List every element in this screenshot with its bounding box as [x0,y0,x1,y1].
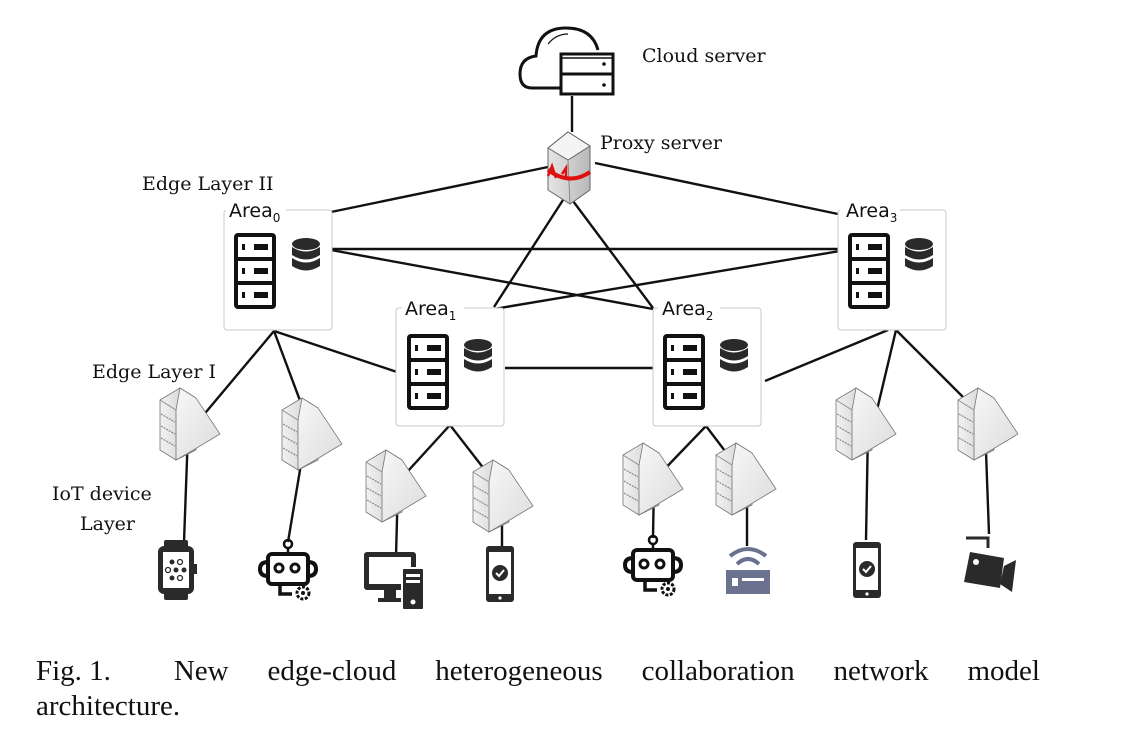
area-2-subscript: 2 [706,309,714,323]
database-icon [905,238,933,271]
area-2[interactable]: Area2 [652,298,762,427]
caption-word: New [173,655,229,687]
proxy-server-label: Proxy server [600,132,723,154]
proxy-server-icon [546,131,592,205]
rack-server-icon [848,233,890,309]
svg-text:Area1: Area1 [405,298,456,323]
area-3-label: Area [846,200,890,222]
rack-server-icon [407,334,449,410]
caption-word: network [833,655,929,687]
smartphone-check-icon [486,546,514,602]
link-proxy-area1 [492,199,565,308]
caption-word: collaboration [641,655,795,687]
edge-server-icon [957,387,1019,461]
svg-text:Area2: Area2 [662,298,713,323]
caption-line-2: architecture. [36,689,181,722]
figure-caption: Fig. 1. New edge-cloud heterogeneous col… [36,654,1040,724]
area-1-subscript: 1 [449,309,457,323]
edge-server-icon [715,442,777,516]
edge-server-icon [472,459,534,533]
edge-server-icon [159,387,221,461]
robot-gear-icon [257,538,319,601]
figure-number: Fig. 1. [36,655,111,687]
smartwatch-icon [158,540,197,600]
link-proxy-area0 [330,165,549,214]
architecture-diagram: Cloud server Proxy server Edge Layer II … [52,26,1019,611]
link-proxy-area3 [594,161,839,216]
area-0-subscript: 0 [273,211,281,225]
security-camera-icon [964,536,1016,592]
area-0-label: Area [229,200,273,222]
database-icon [292,238,320,271]
area-3[interactable]: Area3 [837,200,947,331]
iot-layer-label-line1: IoT device [52,483,152,505]
database-icon [464,339,492,372]
wifi-router-icon [726,547,770,594]
desktop-computer-icon [364,552,425,611]
rack-server-icon [234,233,276,309]
rack-server-icon [663,334,705,410]
smartphone-check-icon [853,542,881,598]
edge-server-icon [281,397,343,471]
edge-layer-1-label: Edge Layer I [92,361,216,383]
link-area0-area2 [330,248,654,311]
caption-word: model [967,655,1040,687]
robot-gear-icon [622,534,684,597]
database-icon [720,339,748,372]
iot-layer-label-line2: Layer [80,513,136,535]
area-1-label: Area [405,298,449,320]
cloud-server-label: Cloud server [642,45,767,67]
area-2-label: Area [662,298,706,320]
caption-line-1: Fig. 1. New edge-cloud heterogeneous col… [36,654,1040,689]
link-area3-area1 [493,249,841,311]
edge-servers [159,387,1019,533]
link-area3-area2 [764,328,889,383]
link-proxy-area2 [569,196,654,309]
svg-text:Area0: Area0 [229,200,280,225]
area-1[interactable]: Area1 [395,298,505,427]
area-0[interactable]: Area0 [223,200,333,331]
caption-word: edge-cloud [267,655,397,687]
caption-word: heterogeneous [435,655,603,687]
edge-server-icon [835,387,897,461]
edge-layer-2-label: Edge Layer II [142,173,274,195]
svg-text:Area3: Area3 [846,200,897,225]
edge-server-icon [622,442,684,516]
cloud-server-icon [518,26,615,96]
link-area0-area1 [273,329,398,374]
area-3-subscript: 3 [890,211,898,225]
